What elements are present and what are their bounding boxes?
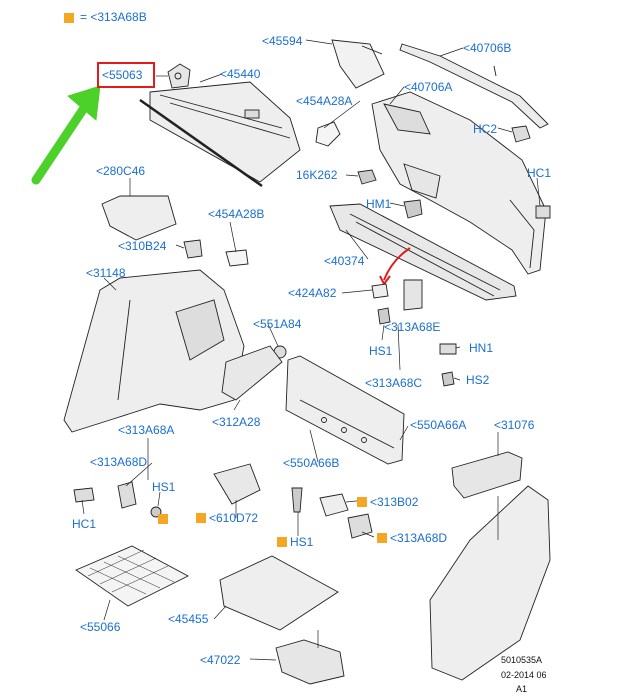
bracket-313A68E [403, 279, 423, 311]
label-31148[interactable]: <31148 [86, 266, 126, 280]
label-313B02[interactable]: <313B02 [370, 495, 419, 509]
label-HC1-left[interactable]: HC1 [72, 517, 97, 531]
label-454A28B[interactable]: <454A28B [208, 207, 265, 221]
label-HS1-left[interactable]: HS1 [152, 480, 176, 494]
roof-moulding [399, 43, 549, 129]
drawing-revision: A1 [516, 684, 528, 694]
cover-bracket [167, 63, 191, 89]
clip-313A68D-right [347, 513, 373, 539]
screw-16K262 [357, 169, 377, 185]
label-610D72[interactable]: <610D72 [209, 511, 259, 525]
label-454A28A[interactable]: <454A28A [296, 94, 353, 108]
screw-HS1-bottom [291, 487, 303, 513]
clip-HC2 [511, 125, 531, 143]
drawing-date: 02-2014 06 [501, 670, 547, 680]
label-313A68C[interactable]: <313A68C [365, 376, 423, 390]
green-arrow [31, 85, 101, 185]
clip-310B24 [183, 239, 203, 259]
label-45594[interactable]: <45594 [262, 34, 303, 48]
label-280C46[interactable]: <280C46 [96, 164, 146, 178]
highlight-label[interactable]: <55063 [102, 68, 143, 82]
label-550A66A[interactable]: <550A66A [410, 418, 467, 432]
legend-marker [64, 13, 74, 23]
spare-tray [275, 639, 345, 685]
marker-HS1-left [158, 514, 168, 524]
trim-550A66 [285, 355, 405, 465]
label-HS2[interactable]: HS2 [466, 373, 490, 387]
label-HC2[interactable]: HC2 [473, 122, 498, 136]
flap-45594 [331, 39, 385, 89]
label-45440[interactable]: <45440 [220, 67, 261, 81]
label-424A82[interactable]: <424A82 [288, 286, 337, 300]
label-HM1[interactable]: HM1 [366, 197, 392, 211]
label-HN1[interactable]: HN1 [469, 341, 494, 355]
red-arrow [383, 247, 411, 281]
label-40706B[interactable]: <40706B [463, 41, 512, 55]
lower-trim-right [429, 485, 551, 681]
cargo-net [75, 545, 189, 607]
marker-HS1-bottom [277, 537, 287, 547]
cap-424A82 [371, 283, 389, 299]
label-HS1-center[interactable]: HS1 [369, 344, 393, 358]
label-312A28[interactable]: <312A28 [212, 415, 261, 429]
label-HS1-bottom[interactable]: HS1 [290, 535, 314, 549]
clip-HC1 [535, 205, 551, 219]
highlight-box [97, 62, 155, 88]
part-313B02 [319, 493, 349, 517]
tray-31076 [451, 451, 523, 499]
label-550A66B[interactable]: <550A66B [283, 456, 340, 470]
leader-lines [81, 39, 541, 661]
clip-HC1-left [73, 487, 95, 503]
screw-HS1-center [377, 307, 391, 325]
marker-313B02 [357, 497, 367, 507]
label-310B24[interactable]: <310B24 [118, 239, 167, 253]
cargo-cover [139, 81, 301, 188]
label-HC1-right[interactable]: HC1 [527, 166, 552, 180]
label-47022[interactable]: <47022 [200, 653, 241, 667]
screw-HS2 [441, 371, 455, 387]
cap-454A28A [315, 121, 341, 147]
quarter-trim-panel [371, 91, 547, 275]
label-551A84[interactable]: <551A84 [253, 317, 302, 331]
marker-610D72 [196, 513, 206, 523]
load-floor [219, 555, 339, 631]
nut-HN1 [439, 343, 457, 355]
label-55066[interactable]: <55066 [80, 620, 121, 634]
label-313A68D-right[interactable]: <313A68D [390, 531, 448, 545]
label-40706A[interactable]: <40706A [404, 80, 453, 94]
panel-312A28 [221, 345, 283, 401]
marker-313A68D-right [377, 533, 387, 543]
label-45455[interactable]: <45455 [168, 612, 209, 626]
sill-plate [329, 203, 517, 301]
drawing-number: 5010535A [501, 655, 543, 665]
trim-280C46 [101, 195, 177, 241]
clip-313A68D-left [117, 481, 137, 509]
cap-454A28B [225, 249, 249, 267]
label-313A68D-left[interactable]: <313A68D [90, 455, 148, 469]
label-313A68A[interactable]: <313A68A [118, 423, 175, 437]
label-313A68E[interactable]: <313A68E [384, 320, 441, 334]
part-610D72 [213, 463, 261, 505]
fastener-HM1 [403, 199, 423, 219]
legend-text: = <313A68B [80, 10, 147, 24]
label-40374[interactable]: <40374 [324, 254, 365, 268]
side-trim-31148 [63, 269, 245, 433]
label-16K262[interactable]: 16K262 [296, 168, 338, 182]
label-31076[interactable]: <31076 [494, 418, 535, 432]
